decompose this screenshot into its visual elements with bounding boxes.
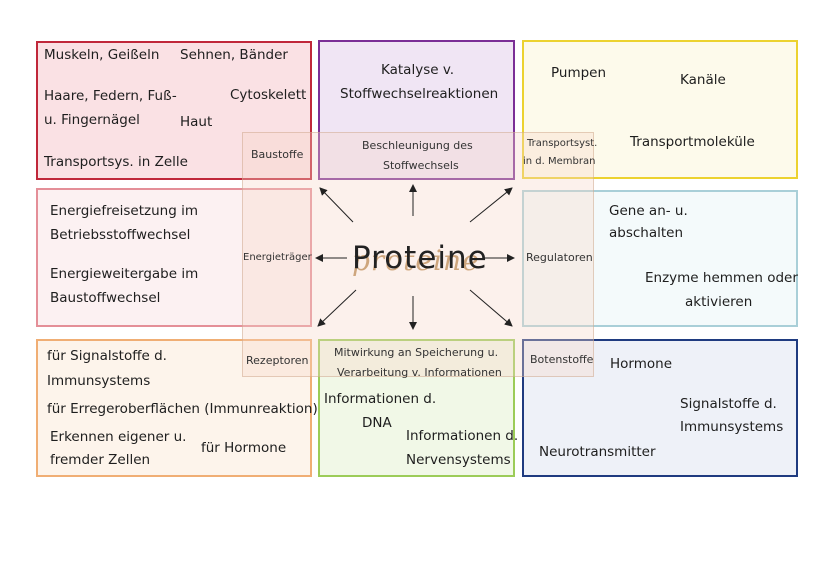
arrow-down-right xyxy=(469,289,513,327)
ml-item-2: Betriebsstoffwechsel xyxy=(50,227,191,243)
box-baustoffe xyxy=(36,41,312,180)
ml-item-3: Energieweitergabe im xyxy=(50,266,199,282)
center-title-text: Proteine xyxy=(352,240,488,276)
label-beschleunigung-2: Stoffwechsels xyxy=(383,159,459,172)
label-transportsyst-1: Transportsyst. xyxy=(527,138,598,149)
bl-item-2: Immunsystems xyxy=(47,373,151,389)
box-transport xyxy=(522,40,798,179)
box-regulatoren xyxy=(522,190,798,327)
tl-item-3: Haare, Federn, Fuß- xyxy=(44,88,177,104)
label-regulatoren: Regulatoren xyxy=(526,251,593,264)
label-baustoffe: Baustoffe xyxy=(251,148,304,161)
bc-item-2: DNA xyxy=(362,415,392,431)
tl-item-4: u. Fingernägel xyxy=(44,112,140,128)
bl-item-5: fremder Zellen xyxy=(50,452,151,468)
center-title: proteine Proteine xyxy=(352,240,487,280)
bl-item-6: für Hormone xyxy=(201,440,287,456)
tl-item-5: Cytoskelett xyxy=(230,87,307,103)
bc-item-1: Informationen d. xyxy=(324,391,437,407)
arrow-up-left xyxy=(319,187,354,223)
label-beschleunigung-1: Beschleunigung des xyxy=(362,139,473,152)
tr-item-3: Transportmoleküle xyxy=(630,134,755,150)
arrow-up-right xyxy=(469,187,513,223)
mr-item-2: abschalten xyxy=(609,225,684,241)
label-botenstoffe: Botenstoffe xyxy=(530,353,594,366)
box-botenstoffe xyxy=(522,339,798,477)
br-item-2: Signalstoffe d. xyxy=(680,396,777,412)
tr-item-1: Pumpen xyxy=(551,65,607,81)
box-katalyse xyxy=(318,40,515,180)
tc-item-1: Katalyse v. xyxy=(381,62,455,78)
box-informationen xyxy=(318,339,515,477)
center-overlay xyxy=(242,132,594,377)
ml-item-1: Energiefreisetzung im xyxy=(50,203,198,219)
label-rezeptoren: Rezeptoren xyxy=(246,354,309,367)
ml-item-4: Baustoffwechsel xyxy=(50,290,161,306)
bl-item-1: für Signalstoffe d. xyxy=(47,348,167,364)
box-rezeptoren xyxy=(36,339,312,477)
tr-item-2: Kanäle xyxy=(680,72,726,88)
center-title-shadow: proteine xyxy=(352,244,480,277)
tl-item-2: Sehnen, Bänder xyxy=(180,47,288,63)
box-energietraeger xyxy=(36,188,312,327)
tl-item-7: Transportsys. in Zelle xyxy=(44,154,188,170)
bl-item-4: Erkennen eigener u. xyxy=(50,429,187,445)
br-item-1: Hormone xyxy=(610,356,672,372)
label-energietraeger: Energieträger xyxy=(243,252,312,263)
mr-item-3: Enzyme hemmen oder xyxy=(645,270,798,286)
tc-item-2: Stoffwechselreaktionen xyxy=(340,86,499,102)
br-item-4: Neurotransmitter xyxy=(539,444,656,460)
arrow-down-left xyxy=(317,289,357,327)
tl-item-6: Haut xyxy=(180,114,213,130)
mr-item-1: Gene an- u. xyxy=(609,203,688,219)
bl-item-3: für Erregeroberflächen (Immunreaktion) xyxy=(47,401,318,417)
label-mitwirkung-1: Mitwirkung an Speicherung u. xyxy=(334,346,499,359)
bc-item-3: Informationen d. xyxy=(406,428,519,444)
mr-item-4: aktivieren xyxy=(685,294,753,310)
bc-item-4: Nervensystems xyxy=(406,452,511,468)
tl-item-1: Muskeln, Geißeln xyxy=(44,47,160,63)
label-mitwirkung-2: Verarbeitung v. Informationen xyxy=(337,366,502,379)
br-item-3: Immunsystems xyxy=(680,419,784,435)
label-transportsyst-2: in d. Membran xyxy=(523,156,596,167)
